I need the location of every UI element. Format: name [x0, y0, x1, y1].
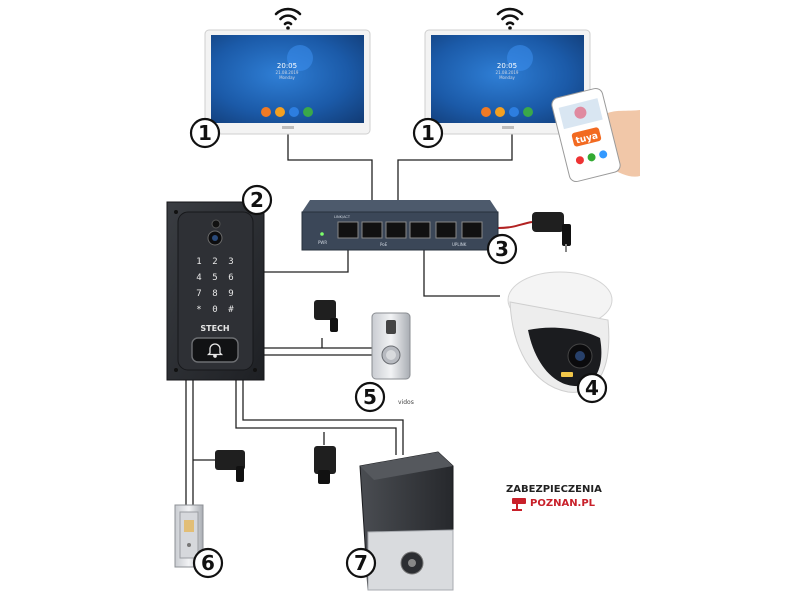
app-icon: [495, 107, 505, 117]
indoor-monitor-1: 20:05 21.08.2019 Monday 1: [189, 7, 371, 149]
keypad-key: 8: [212, 289, 217, 299]
gate-motor-number: 7: [354, 551, 368, 575]
ethernet-port: [337, 221, 359, 239]
door-station-brand: STECH: [200, 324, 229, 333]
switch-uplink-label: UPLINK: [452, 242, 467, 247]
wifi-icon: [496, 7, 524, 30]
door-station-number: 2: [250, 188, 264, 212]
app-icon: [289, 107, 299, 117]
monitor-2-day: Monday: [499, 75, 515, 80]
dome-camera: 4: [507, 271, 613, 404]
keypad-key: 5: [212, 273, 217, 283]
app-icon: [303, 107, 313, 117]
camera-number: 4: [585, 376, 599, 400]
monitor-2-number: 1: [421, 121, 435, 145]
app-icon: [523, 107, 533, 117]
switch-poe-label: PoE: [380, 242, 388, 247]
monitor-2-date: 21.08.2019: [496, 70, 519, 75]
keypad-key: *: [196, 305, 201, 315]
keypad-key: 3: [228, 257, 233, 267]
wire-door-gate: [235, 378, 397, 455]
power-adapter-gate: [314, 446, 336, 484]
switch-ports: [337, 221, 483, 239]
strike-number: 6: [201, 551, 215, 575]
keypad: 1 2 3 4 5 6 7 8 9 * 0 #: [196, 257, 234, 315]
monitor-1-screen: [211, 35, 364, 123]
keypad-key: 7: [196, 289, 201, 299]
monitor-2-app-icons: [481, 107, 533, 117]
smartphone-app: tuya: [551, 87, 640, 183]
cctv-camera-icon: [512, 498, 526, 511]
keypad-key: 6: [228, 273, 233, 283]
app-icon: [261, 107, 271, 117]
door-station: 1 2 3 4 5 6 7 8 9 * 0 # STECH 2: [166, 184, 273, 381]
switch-pwr-label: PWR: [318, 240, 327, 245]
keypad-key: 0: [212, 305, 217, 315]
exit-button-number: 5: [363, 385, 377, 409]
wire-switch-power: [497, 221, 533, 229]
monitor-1-day: Monday: [279, 75, 295, 80]
keypad-key: 9: [228, 289, 233, 299]
logo-line-2: POZNAN.PL: [530, 498, 596, 509]
power-adapter-strike: [215, 450, 245, 482]
gate-motor: 7: [314, 446, 454, 591]
poe-switch: LINK/ACT PWR PoE UPLINK 3: [301, 200, 571, 265]
keypad-key: 2: [212, 257, 217, 267]
wire-monitor-2-switch: [397, 133, 513, 222]
monitor-2-time: 20:05: [497, 62, 517, 70]
wire-monitor-1-switch: [287, 133, 373, 222]
wire-door-station-switch: [262, 242, 349, 273]
power-adapter-exit-button: [314, 300, 338, 332]
monitor-1-app-icons: [261, 107, 313, 117]
switch-link-label: LINK/ACT: [334, 215, 351, 219]
switch-number: 3: [495, 237, 509, 261]
keypad-key: #: [228, 305, 234, 315]
wifi-icon: [274, 7, 302, 30]
exit-button-brand: vidos: [398, 399, 414, 406]
monitor-1-date: 21.08.2019: [276, 70, 299, 75]
app-icon: [509, 107, 519, 117]
monitor-1-time: 20:05: [277, 62, 297, 70]
app-icon: [275, 107, 285, 117]
ethernet-port: [361, 221, 383, 239]
app-icon: [481, 107, 491, 117]
ethernet-port: [461, 221, 483, 239]
power-adapter-switch: [532, 212, 571, 252]
exit-button: vidos 5: [314, 300, 414, 413]
ethernet-port: [385, 221, 407, 239]
logo-line-1: ZABEZPIECZENIA: [506, 484, 602, 495]
bell-icon: [206, 343, 224, 358]
indoor-monitor-2: 20:05 21.08.2019 Monday 1: [412, 7, 591, 149]
zabezpieczenia-logo: ZABEZPIECZENIA POZNAN.PL: [506, 484, 602, 511]
wiring: [185, 133, 533, 512]
keypad-key: 1: [196, 257, 201, 267]
wire-switch-camera: [423, 242, 500, 297]
keypad-key: 4: [196, 273, 201, 283]
ethernet-port: [409, 221, 431, 239]
monitor-1-number: 1: [198, 121, 212, 145]
ethernet-port: [435, 221, 457, 239]
electric-strike: 6: [174, 450, 245, 579]
